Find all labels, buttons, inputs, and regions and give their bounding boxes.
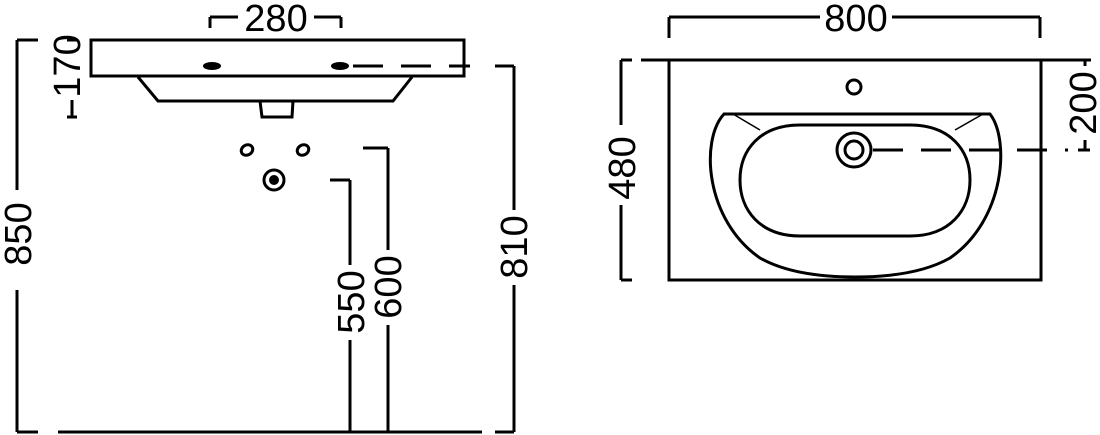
supply-valves <box>239 143 311 157</box>
faucet-hole-right <box>331 62 349 70</box>
top-view: 800 480 <box>602 0 1100 282</box>
drain <box>835 131 873 169</box>
drain-offset-dimension: 200 <box>1063 58 1100 152</box>
dim-label-550: 550 <box>331 270 373 333</box>
bowl-inner <box>738 123 972 238</box>
dim-label-280: 280 <box>244 0 307 40</box>
dim-label-800: 800 <box>824 0 887 40</box>
countertop-outline <box>667 58 1043 282</box>
dim-label-200: 200 <box>1063 71 1100 134</box>
faucet-hole <box>845 78 863 96</box>
depth-dimension: 480 <box>602 58 644 282</box>
supply-valve-left <box>239 143 255 157</box>
dim-label-810: 810 <box>494 215 536 278</box>
faucet-hole-left <box>203 62 221 70</box>
rim-height-dimension: 810 <box>494 64 536 434</box>
width-dimension: 800 <box>667 0 1042 40</box>
dim-label-850: 850 <box>0 202 40 265</box>
waste-outlet <box>262 168 286 192</box>
total-height-dimension: 850 <box>0 38 40 434</box>
basin-depth-dimension: 170 <box>47 34 89 119</box>
bowl-outer <box>708 112 1003 279</box>
side-view: 280 170 <box>0 0 536 434</box>
waste-height-dimension: 550 <box>330 178 373 432</box>
dim-label-600: 600 <box>368 255 410 318</box>
basin-side-outline <box>89 38 466 119</box>
dim-label-170: 170 <box>47 34 89 97</box>
faucet-spacing-dimension: 280 <box>208 0 343 40</box>
supply-height-dimension: 600 <box>363 146 410 432</box>
dim-label-480: 480 <box>602 136 644 199</box>
supply-valve-right <box>295 143 311 157</box>
